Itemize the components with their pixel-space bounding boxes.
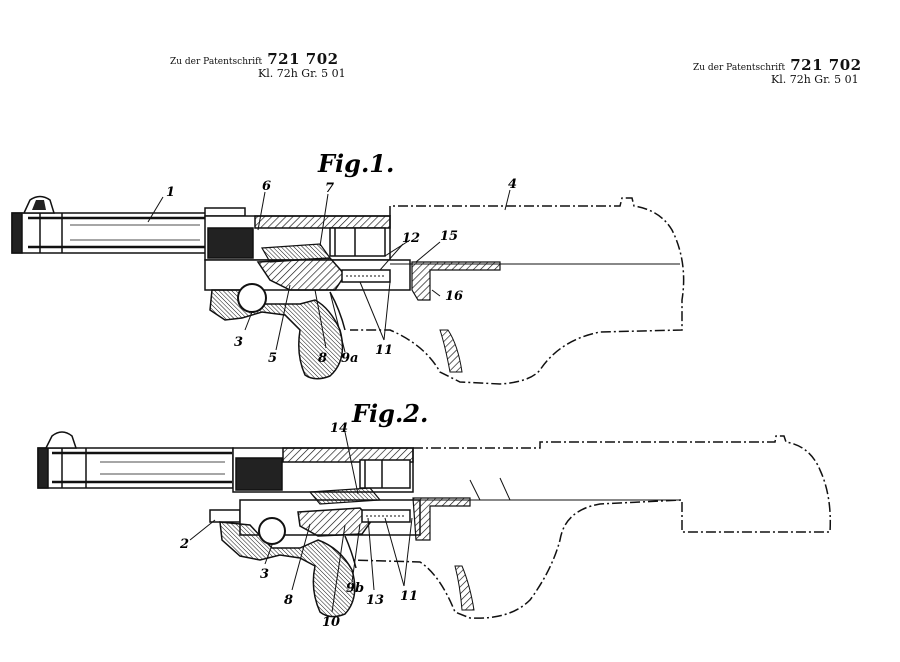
part-label-16: 16 <box>445 289 463 304</box>
figure-1: Fig.1. <box>11 149 685 385</box>
classification-line: Kl. 72h Gr. 5 01 <box>771 73 859 87</box>
classification-line: Kl. 72h Gr. 5 01 <box>258 67 346 81</box>
toggle-link <box>308 487 382 505</box>
barrel <box>37 447 234 489</box>
header-prefix: Zu der Patentschrift <box>693 63 786 73</box>
patent-header-left: Zu der Patentschrift 721 702 Kl. 72h Gr.… <box>170 50 346 81</box>
part-label-6: 6 <box>262 179 271 194</box>
trigger <box>329 291 346 331</box>
part-label-10: 10 <box>322 615 340 630</box>
part-label-9b: 9b <box>346 581 364 596</box>
patent-number: 721 702 <box>267 50 339 68</box>
grip-section-lower <box>454 565 475 611</box>
barrel <box>11 212 211 254</box>
trigger-pin <box>258 517 286 545</box>
part-label-7: 7 <box>325 181 334 196</box>
locking-lever <box>297 507 373 537</box>
fig1-part-labels: 1 6 7 4 12 15 16 3 5 8 9a 11 <box>166 177 517 366</box>
part-label-14: 14 <box>330 421 348 436</box>
part-label-11: 11 <box>400 589 418 604</box>
trigger <box>344 535 357 569</box>
grip-section <box>412 497 471 541</box>
front-sight-blade <box>32 200 46 210</box>
figure-1-title: Fig.1. <box>317 149 394 178</box>
grip-section-lower <box>439 329 463 373</box>
part-label-13: 13 <box>366 593 384 608</box>
part-label-5: 5 <box>268 351 277 366</box>
fig1-leader-lines <box>147 189 511 353</box>
part-label-3: 3 <box>234 335 243 350</box>
part-label-2: 2 <box>179 537 189 552</box>
figure-2-title: Fig.2. <box>351 399 428 428</box>
receiver <box>204 207 411 291</box>
part-label-8: 8 <box>318 351 327 366</box>
fig2-leader-lines <box>189 431 413 613</box>
part-label-1: 1 <box>166 185 175 200</box>
grip-section <box>411 261 501 301</box>
patent-header-right: Zu der Patentschrift 721 702 Kl. 72h Gr.… <box>693 56 862 87</box>
figure-2: Fig.2. <box>37 399 832 630</box>
part-label-3: 3 <box>260 567 269 582</box>
part-label-12: 12 <box>402 231 420 246</box>
trigger-pin <box>237 283 267 313</box>
part-label-15: 15 <box>440 229 458 244</box>
part-label-8: 8 <box>284 593 293 608</box>
patent-number: 721 702 <box>790 56 862 74</box>
toggle-link <box>261 243 332 263</box>
front-sight <box>44 431 78 449</box>
part-label-9a: 9a <box>341 351 358 366</box>
header-prefix: Zu der Patentschrift <box>170 57 263 67</box>
part-label-4: 4 <box>508 177 517 192</box>
part-label-11: 11 <box>375 343 393 358</box>
fig2-part-labels: 14 2 3 8 10 9b 13 11 <box>179 421 418 630</box>
frame-attachment <box>350 197 685 385</box>
